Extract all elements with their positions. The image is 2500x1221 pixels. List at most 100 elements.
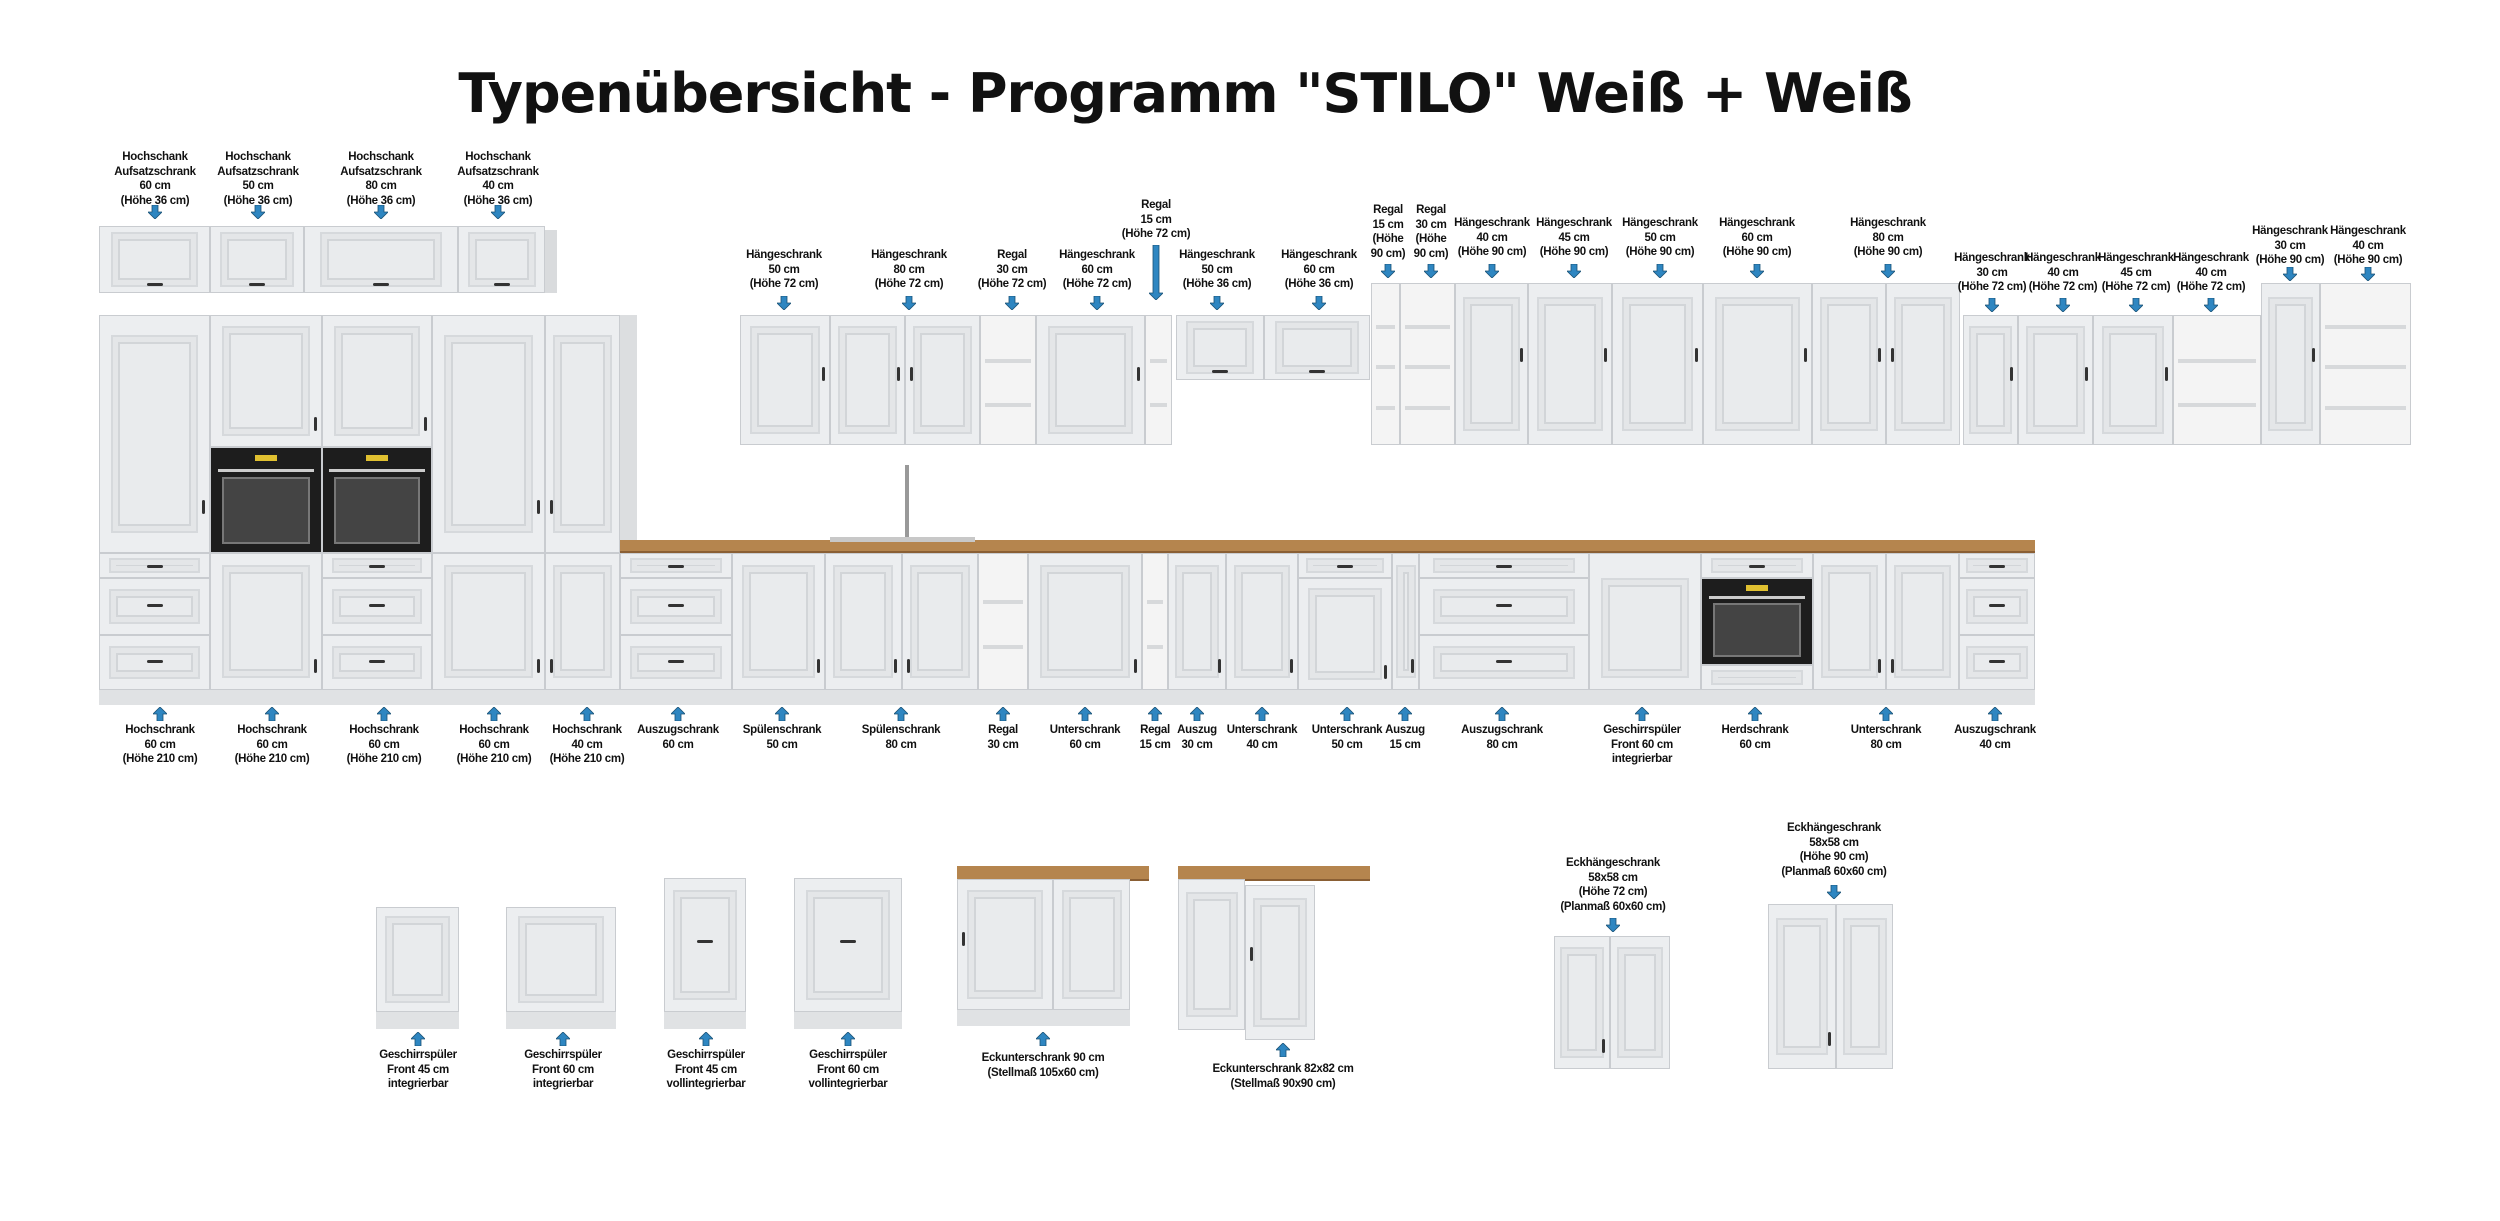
handle-icon bbox=[369, 660, 385, 664]
arrow-down-icon bbox=[1424, 264, 1438, 278]
handle-icon bbox=[1891, 348, 1894, 362]
handle-icon bbox=[1878, 659, 1881, 674]
cabinet-panel bbox=[1053, 879, 1130, 1010]
arrow-up-icon bbox=[1988, 707, 2002, 721]
door-panel bbox=[838, 326, 897, 434]
cabinet-door bbox=[1886, 283, 1960, 445]
cabinet-label: Hängeschrank 60 cm (Höhe 72 cm) bbox=[1059, 249, 1135, 290]
door-panel bbox=[805, 889, 891, 1001]
cabinet-door bbox=[901, 553, 978, 690]
cabinet-door bbox=[830, 315, 905, 445]
cabinet-panel bbox=[794, 878, 902, 1012]
arrow-down-icon bbox=[2129, 298, 2143, 312]
cabinet-door bbox=[210, 315, 322, 447]
arrow-down-icon bbox=[1005, 296, 1019, 310]
shelf-board bbox=[1376, 324, 1395, 329]
shelf-board bbox=[1376, 365, 1395, 369]
door-panel bbox=[2101, 326, 2165, 434]
handle-icon bbox=[893, 659, 897, 674]
arrow-down-icon bbox=[902, 296, 916, 310]
handle-icon bbox=[1891, 659, 1894, 674]
shelf-board bbox=[983, 645, 1023, 650]
plinth bbox=[957, 1010, 1130, 1026]
door-panel bbox=[333, 326, 421, 436]
shelf-board bbox=[2325, 405, 2406, 410]
handle-icon bbox=[668, 564, 684, 568]
arrow-down-icon bbox=[2056, 298, 2070, 312]
cabinet-shelf bbox=[980, 315, 1036, 445]
cabinet-drawer bbox=[620, 635, 732, 690]
door-panel bbox=[320, 232, 442, 287]
arrow-up-icon bbox=[894, 707, 908, 721]
cabinet-label: Hochschank Aufsatzschrank 40 cm (Höhe 36… bbox=[457, 151, 539, 207]
cabinet-door bbox=[732, 553, 825, 690]
cabinet-label: Hängeschrank 80 cm (Höhe 72 cm) bbox=[871, 249, 947, 290]
door-panel bbox=[444, 564, 533, 679]
arrow-up-icon bbox=[556, 1032, 570, 1046]
cabinet-label: Hängeschrank 40 cm (Höhe 90 cm) bbox=[2330, 225, 2406, 266]
arrow-down-icon bbox=[148, 205, 162, 219]
cabinet-label: Hochschrank 60 cm (Höhe 210 cm) bbox=[346, 724, 422, 765]
cabinet-label: Regal 30 cm bbox=[987, 724, 1019, 751]
door-panel bbox=[1463, 296, 1520, 432]
handle-icon bbox=[1384, 664, 1387, 679]
plinth bbox=[664, 1012, 746, 1029]
side-panel bbox=[545, 230, 557, 293]
cabinet-label: Eckhängeschrank 58x58 cm (Höhe 90 cm) (P… bbox=[1781, 822, 1887, 878]
cabinet-drawer bbox=[1419, 578, 1589, 635]
door-panel bbox=[517, 916, 605, 1003]
shelf-board bbox=[1405, 405, 1450, 410]
cabinet-door bbox=[1963, 315, 2018, 445]
shelf-board bbox=[2178, 359, 2256, 364]
handle-icon bbox=[1804, 348, 1807, 362]
cabinet-door bbox=[1226, 553, 1298, 690]
cabinet-label: Hängeschrank 60 cm (Höhe 36 cm) bbox=[1281, 249, 1357, 290]
cabinet-label: Hochschank Aufsatzschrank 60 cm (Höhe 36… bbox=[114, 151, 196, 207]
door-panel bbox=[1047, 326, 1134, 434]
dishwasher-front bbox=[1601, 578, 1689, 679]
sink-tap bbox=[905, 465, 909, 540]
cabinet-door bbox=[432, 315, 545, 553]
door-panel bbox=[1537, 296, 1603, 432]
handle-icon bbox=[697, 939, 713, 943]
arrow-down-icon bbox=[1312, 296, 1326, 310]
cabinet-label: Geschirrspüler Front 60 cm integrierbar bbox=[524, 1049, 602, 1090]
handle-icon bbox=[2312, 348, 2315, 362]
cabinet-door bbox=[458, 226, 545, 293]
cabinet-door bbox=[210, 226, 304, 293]
handle-icon bbox=[1250, 947, 1253, 962]
handle-icon bbox=[1309, 370, 1325, 373]
cabinet-label: Unterschrank 60 cm bbox=[1049, 724, 1121, 751]
cabinet-label: Regal 30 cm (Höhe 90 cm) bbox=[1413, 204, 1449, 260]
plinth bbox=[506, 1012, 616, 1029]
cabinet-label: Auszug 30 cm bbox=[1177, 724, 1217, 751]
arrow-down-icon bbox=[777, 296, 791, 310]
door-panel bbox=[1185, 891, 1238, 1018]
cabinet-shelf bbox=[2320, 283, 2411, 445]
arrow-up-icon bbox=[996, 707, 1010, 721]
oven-disp bbox=[366, 455, 388, 462]
arrow-up-icon bbox=[699, 1032, 713, 1046]
handle-icon bbox=[1496, 660, 1512, 664]
door-panel bbox=[1820, 296, 1878, 432]
cabinet-door bbox=[1028, 553, 1142, 690]
cabinet-shelf bbox=[1145, 315, 1172, 445]
handle-icon bbox=[1337, 564, 1353, 568]
door-panel bbox=[553, 564, 612, 679]
cabinet-door bbox=[905, 315, 980, 445]
cabinet-oven bbox=[322, 447, 432, 553]
arrow-up-icon bbox=[1635, 707, 1649, 721]
arrow-up-icon bbox=[775, 707, 789, 721]
cabinet-label: Hängeschrank 30 cm (Höhe 90 cm) bbox=[2252, 225, 2328, 266]
cabinet-label: Spülenschrank 50 cm bbox=[742, 724, 822, 751]
cabinet-panel bbox=[506, 907, 616, 1012]
arrow-down-icon bbox=[374, 205, 388, 219]
worktop bbox=[620, 540, 2035, 553]
door-panel bbox=[1174, 564, 1220, 679]
cabinet-label: Hochschank Aufsatzschrank 50 cm (Höhe 36… bbox=[217, 151, 299, 207]
door-panel bbox=[1275, 321, 1359, 374]
handle-icon bbox=[2010, 367, 2013, 382]
arrow-down-icon bbox=[1567, 264, 1581, 278]
cabinet-drawer bbox=[322, 553, 432, 578]
handle-icon bbox=[1695, 348, 1698, 362]
